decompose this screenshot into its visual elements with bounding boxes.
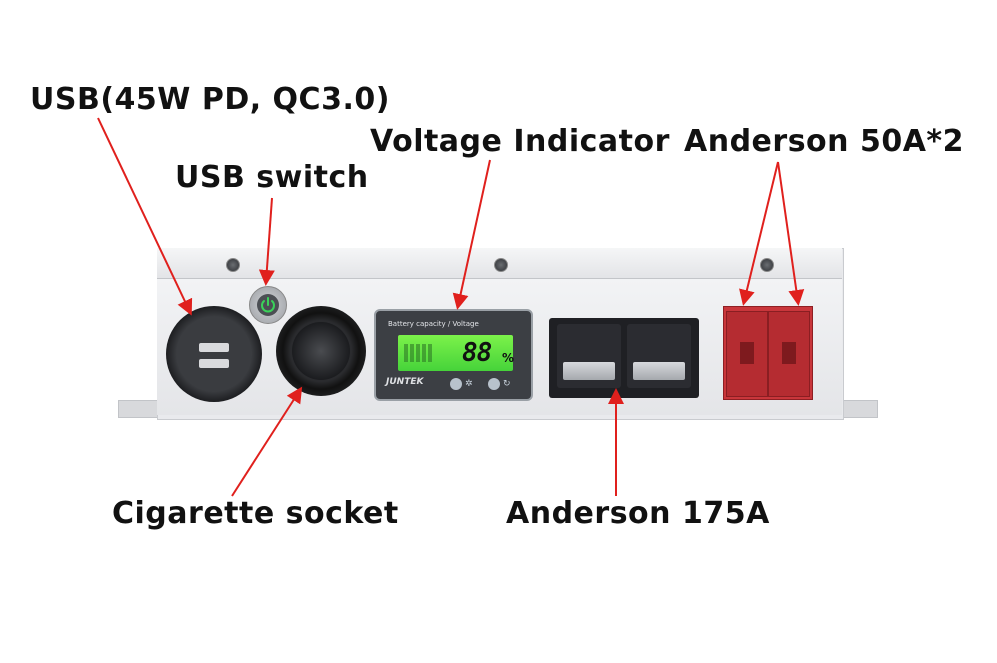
power-icon xyxy=(261,297,275,313)
anderson-175a-label: Anderson 175A xyxy=(506,496,770,531)
meter-refresh-button[interactable] xyxy=(488,378,500,390)
usb-label: USB(45W PD, QC3.0) xyxy=(30,82,390,117)
lcd-bar xyxy=(416,344,420,362)
lcd-bar xyxy=(428,344,432,362)
meter-title: Battery capacity / Voltage xyxy=(388,320,479,328)
usb-port[interactable] xyxy=(199,343,229,352)
usb-port[interactable] xyxy=(199,359,229,368)
voltage-indicator-arrow xyxy=(452,159,491,310)
screw-icon xyxy=(760,258,774,272)
voltage-indicator: Battery capacity / Voltage 88 % JUNTEK ✲… xyxy=(374,309,533,401)
lcd-unit: % xyxy=(502,351,515,365)
lcd-bar xyxy=(422,344,426,362)
anderson-175a-contact xyxy=(563,362,615,380)
screw-icon xyxy=(226,258,240,272)
anderson-175a-contact xyxy=(633,362,685,380)
lcd-bar xyxy=(410,344,414,362)
settings-icon: ✲ xyxy=(465,379,473,389)
lcd-display: 88 % xyxy=(398,335,515,371)
anderson-50a-slot xyxy=(768,311,810,397)
usb-switch-cap xyxy=(257,294,279,316)
usb-switch-label: USB switch xyxy=(175,160,369,195)
refresh-icon: ↻ xyxy=(503,379,511,389)
cigarette-socket-opening xyxy=(292,322,350,380)
usb-switch-arrow xyxy=(258,197,275,286)
lcd-reading: 88 xyxy=(462,338,492,368)
anderson-50a-contact xyxy=(782,342,796,364)
usb-socket[interactable] xyxy=(166,306,262,402)
anderson-50a-contact xyxy=(740,342,754,364)
usb-arrow xyxy=(97,117,193,316)
usb-switch-button[interactable] xyxy=(249,286,287,324)
anderson-175a-connector[interactable] xyxy=(549,318,699,398)
cigarette-socket-arrow xyxy=(231,386,303,497)
screw-icon xyxy=(494,258,508,272)
anderson-175a-slot xyxy=(627,324,691,388)
meter-set-button[interactable] xyxy=(450,378,462,390)
anderson-175a-slot xyxy=(557,324,621,388)
anderson-50a-slot xyxy=(726,311,768,397)
anderson-50a-label: Anderson 50A*2 xyxy=(684,124,964,159)
anderson-50a-connector[interactable] xyxy=(723,306,813,400)
lcd-battery-bars xyxy=(404,344,432,362)
meter-brand: JUNTEK xyxy=(386,377,424,387)
cigarette-socket-label: Cigarette socket xyxy=(112,496,399,531)
lcd-bar xyxy=(404,344,408,362)
anderson-50a-arrow-left xyxy=(739,161,779,306)
anderson-50a-arrow-right xyxy=(777,161,805,306)
voltage-indicator-label: Voltage Indicator xyxy=(370,124,670,159)
cigarette-socket[interactable] xyxy=(276,306,366,396)
